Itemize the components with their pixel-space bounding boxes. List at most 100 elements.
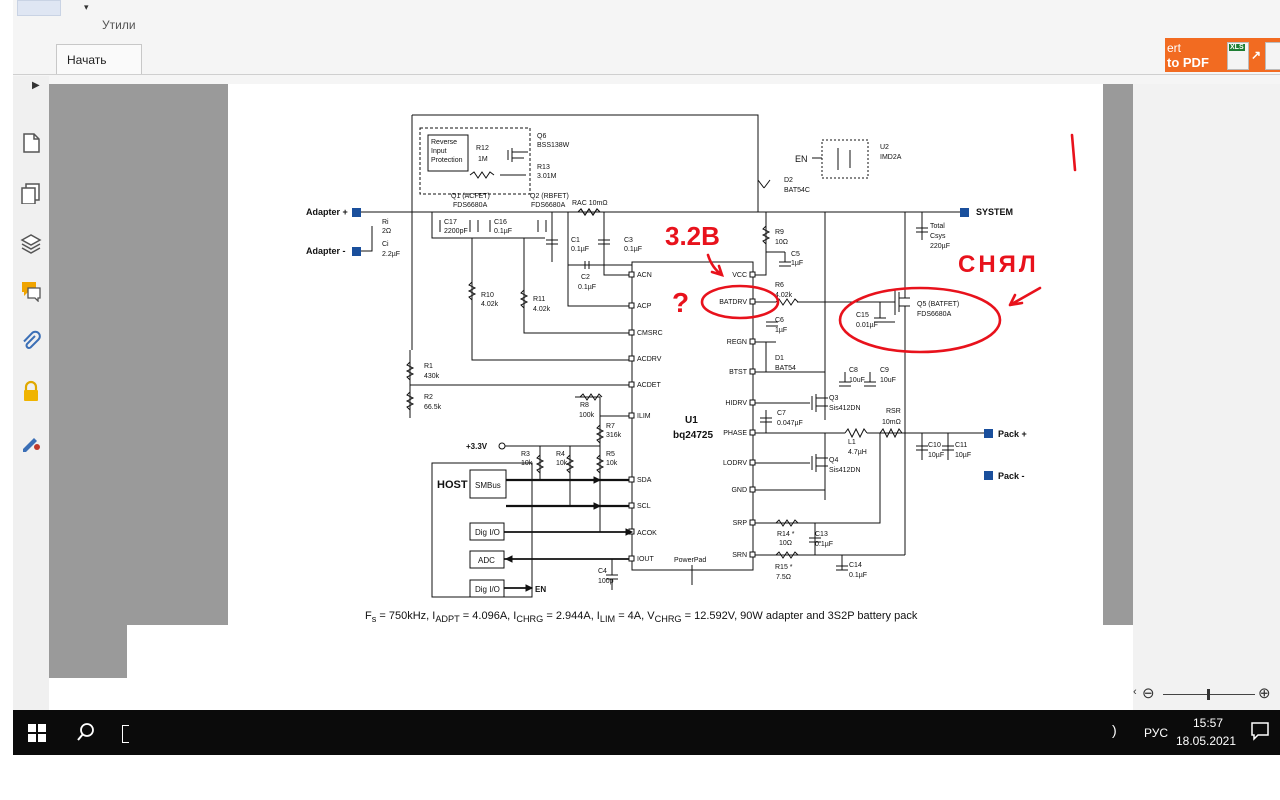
r7-label: R7 bbox=[606, 423, 615, 430]
d2-label: D2 bbox=[784, 177, 793, 184]
pin-left-label: ACDET bbox=[637, 382, 661, 389]
notification-icon[interactable] bbox=[1250, 721, 1270, 746]
rsr-label: RSR bbox=[886, 408, 901, 415]
caption-fs-sub: s bbox=[371, 614, 377, 625]
r11-value: 4.02k bbox=[533, 306, 551, 313]
c1-label: C1 bbox=[571, 237, 580, 244]
zoom-slider-thumb[interactable] bbox=[1207, 689, 1210, 700]
q6-part: BSS138W bbox=[537, 142, 570, 149]
system-label: SYSTEM bbox=[976, 207, 1013, 217]
c6-label: C6 bbox=[775, 317, 784, 324]
q4-label: Q4 bbox=[829, 457, 838, 464]
clock-date[interactable]: 18.05.2021 bbox=[1175, 734, 1237, 748]
windows-start-icon[interactable] bbox=[28, 724, 46, 742]
removed-arrow bbox=[1008, 286, 1042, 307]
pdf-file-icon bbox=[1265, 42, 1280, 70]
c3-label: C3 bbox=[624, 237, 633, 244]
host-digio2-label: Dig I/O bbox=[475, 585, 500, 594]
r4-label: R4 bbox=[556, 451, 565, 458]
r5-value: 10k bbox=[606, 460, 618, 467]
lock-icon[interactable] bbox=[18, 378, 44, 404]
en-output-label: EN bbox=[535, 585, 546, 594]
c11-label: C11 bbox=[955, 442, 967, 449]
attachment-icon[interactable] bbox=[18, 328, 44, 354]
pin-left-label: IOUT bbox=[637, 556, 654, 563]
caption-lim-sub: LIM bbox=[599, 614, 616, 625]
zoom-out-icon[interactable]: ⊖ bbox=[1142, 685, 1155, 702]
r3-label: R3 bbox=[521, 451, 530, 458]
tray-overflow-icon[interactable]: ) bbox=[1112, 722, 1117, 738]
search-icon[interactable] bbox=[76, 722, 96, 747]
comment-icon[interactable] bbox=[18, 278, 44, 304]
r3-value: 10k bbox=[521, 460, 533, 467]
csys-line1: Total bbox=[930, 223, 945, 230]
page-thumbnail-icon[interactable] bbox=[18, 130, 44, 156]
host-digio1-label: Dig I/O bbox=[475, 528, 500, 537]
signature-icon[interactable] bbox=[18, 428, 44, 454]
xls-badge: XLS bbox=[1229, 44, 1245, 51]
pin-right-label: GND bbox=[731, 487, 747, 494]
rsr-value: 10mΩ bbox=[882, 419, 901, 426]
q1-label: Q1 (ACFET) bbox=[451, 193, 490, 200]
c4-label: C4 bbox=[598, 568, 607, 575]
u2-label: U2 bbox=[880, 144, 889, 151]
language-indicator[interactable]: РУС bbox=[1144, 726, 1169, 740]
r10-label: R10 bbox=[481, 292, 494, 299]
convert-label-line1: ert bbox=[1167, 41, 1182, 55]
schematic-diagram: Adapter + Adapter - SYSTEM Pack + Pack -… bbox=[306, 114, 1077, 598]
expand-arrow-icon[interactable]: ▶ bbox=[32, 80, 40, 91]
ribbon-color-swatch[interactable] bbox=[17, 0, 61, 16]
c2-value: 0.1µF bbox=[578, 284, 596, 291]
r12-value: 1M bbox=[478, 156, 488, 163]
layers-icon[interactable] bbox=[18, 230, 44, 256]
pin-right-label: BATDRV bbox=[719, 299, 747, 306]
c7-label: C7 bbox=[777, 410, 786, 417]
c3-value: 0.1µF bbox=[624, 246, 642, 253]
q4-part: Sis412DN bbox=[829, 467, 861, 474]
c9-label: C9 bbox=[880, 367, 889, 374]
clock-time[interactable]: 15:57 bbox=[1192, 716, 1224, 730]
right-panel bbox=[1133, 84, 1280, 710]
pin-left-label: ACP bbox=[637, 303, 652, 310]
pin-left-label: ACDRV bbox=[637, 356, 662, 363]
voltage-arrow bbox=[706, 253, 725, 277]
dropdown-arrow-icon[interactable]: ▾ bbox=[84, 2, 89, 12]
c17-label: C17 bbox=[444, 219, 457, 226]
c1-value: 0.1µF bbox=[571, 246, 589, 253]
csys-line3: 220µF bbox=[930, 243, 950, 250]
pages-icon[interactable] bbox=[18, 180, 44, 206]
c8-value: 10uF bbox=[849, 377, 865, 384]
tab-start[interactable]: Начать bbox=[56, 44, 142, 74]
ribbon-divider bbox=[13, 74, 1280, 75]
r1-label: R1 bbox=[424, 363, 433, 370]
left-pin-labels: ACN ACP CMSRC ACDRV ACDET ILIM SDA SCL A… bbox=[637, 272, 663, 563]
pin-left-label: SDA bbox=[637, 477, 652, 484]
c14-label: C14 bbox=[849, 562, 862, 569]
q2-part: FDS6680A bbox=[531, 202, 566, 209]
c2-label: C2 bbox=[581, 274, 590, 281]
pin-right-label: VCC bbox=[732, 272, 747, 279]
viewport-edge bbox=[1103, 84, 1133, 678]
chevron-left-icon[interactable]: ‹ bbox=[1133, 686, 1137, 698]
u1-label: U1 bbox=[685, 415, 698, 426]
zoom-in-icon[interactable]: ⊕ bbox=[1258, 685, 1271, 702]
c17-value: 2200pF bbox=[444, 228, 468, 235]
pin-left-label: ACOK bbox=[637, 530, 657, 537]
pin-right-label: SRP bbox=[733, 520, 748, 527]
caption-vchrg-sub: CHRG bbox=[654, 614, 682, 625]
l1-value: 4.7µH bbox=[848, 449, 867, 456]
removed-annotation: СНЯЛ bbox=[958, 251, 1039, 278]
caption-tail: = 12.592V, 90W adapter and 3S2P battery … bbox=[681, 610, 918, 622]
task-view-icon[interactable] bbox=[122, 725, 129, 743]
adapter-plus-terminal bbox=[352, 208, 361, 217]
c6-value: 1µF bbox=[775, 327, 787, 334]
corner-stroke bbox=[1070, 133, 1077, 172]
arrow-icon: ↗ bbox=[1251, 48, 1262, 62]
q2-label: Q2 (RBFET) bbox=[530, 193, 569, 200]
pdf-page: Adapter + Adapter - SYSTEM Pack + Pack -… bbox=[228, 84, 1103, 625]
c16-label: C16 bbox=[494, 219, 507, 226]
supply-3v3-label: +3.3V bbox=[466, 442, 488, 451]
taskbar bbox=[13, 710, 1280, 755]
convert-to-pdf-button[interactable]: ert to PDF XLS ↗ bbox=[1165, 38, 1280, 72]
c16-value: 0.1µF bbox=[494, 228, 512, 235]
